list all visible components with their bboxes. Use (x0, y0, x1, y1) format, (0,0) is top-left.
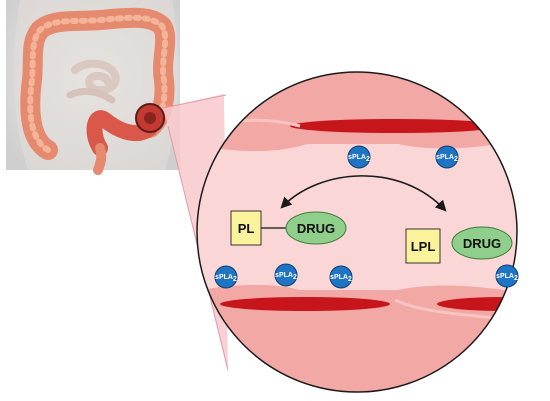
spla2-enzyme-icon (329, 265, 353, 289)
enzyme-bottom-3: sPLA 2 (329, 265, 353, 289)
double-headed-curved-arrow (280, 175, 447, 212)
enzyme-subscript: 2 (454, 156, 458, 163)
spla2-enzyme-icon (347, 145, 371, 169)
enzyme-subscript: 2 (366, 156, 370, 163)
spla2-enzyme-icon (214, 265, 238, 289)
enzyme-label: sPLA (330, 274, 348, 281)
upper-wall (197, 72, 517, 144)
drug-ellipse-left (285, 211, 347, 245)
enzyme-label: sPLA (275, 272, 293, 279)
lpl-free-drug: LPL DRUG (405, 226, 513, 264)
enzyme-label: sPLA (436, 154, 454, 161)
drug-label-left: DRUG (297, 221, 335, 236)
enzyme-subscript: 2 (514, 275, 518, 282)
enzyme-subscript: 2 (348, 276, 352, 283)
enzyme-subscript: 2 (233, 276, 237, 283)
enzyme-label: sPLA (348, 154, 366, 161)
enzyme-label: sPLA (215, 274, 233, 281)
lpl-box (405, 228, 441, 264)
drug-ellipse-right (451, 226, 513, 260)
enzyme-bottom-2: sPLA 2 (274, 263, 298, 287)
spla2-enzyme-icon (274, 263, 298, 287)
enzyme-top-2: sPLA 2 (435, 145, 459, 169)
pl-label: PL (238, 221, 255, 236)
lower-blood-vessel-left (220, 297, 390, 311)
spla2-enzyme-icon (435, 145, 459, 169)
zoom-circle-border (196, 71, 518, 393)
spla2-enzyme-icon (495, 264, 519, 288)
enzyme-label: sPLA (496, 273, 514, 280)
lpl-label: LPL (411, 239, 436, 254)
enzyme-top-1: sPLA 2 (347, 145, 371, 169)
enzyme-bottom-4: sPLA 2 (495, 264, 519, 288)
colon-anatomy-illustration (6, 0, 180, 175)
enzyme-bottom-1: sPLA 2 (214, 265, 238, 289)
drug-label-right: DRUG (463, 236, 501, 251)
enzyme-subscript: 2 (293, 274, 297, 281)
pl-box (230, 210, 262, 246)
upper-blood-vessel (290, 119, 500, 133)
pl-drug-conjugate: PL DRUG (230, 210, 347, 246)
